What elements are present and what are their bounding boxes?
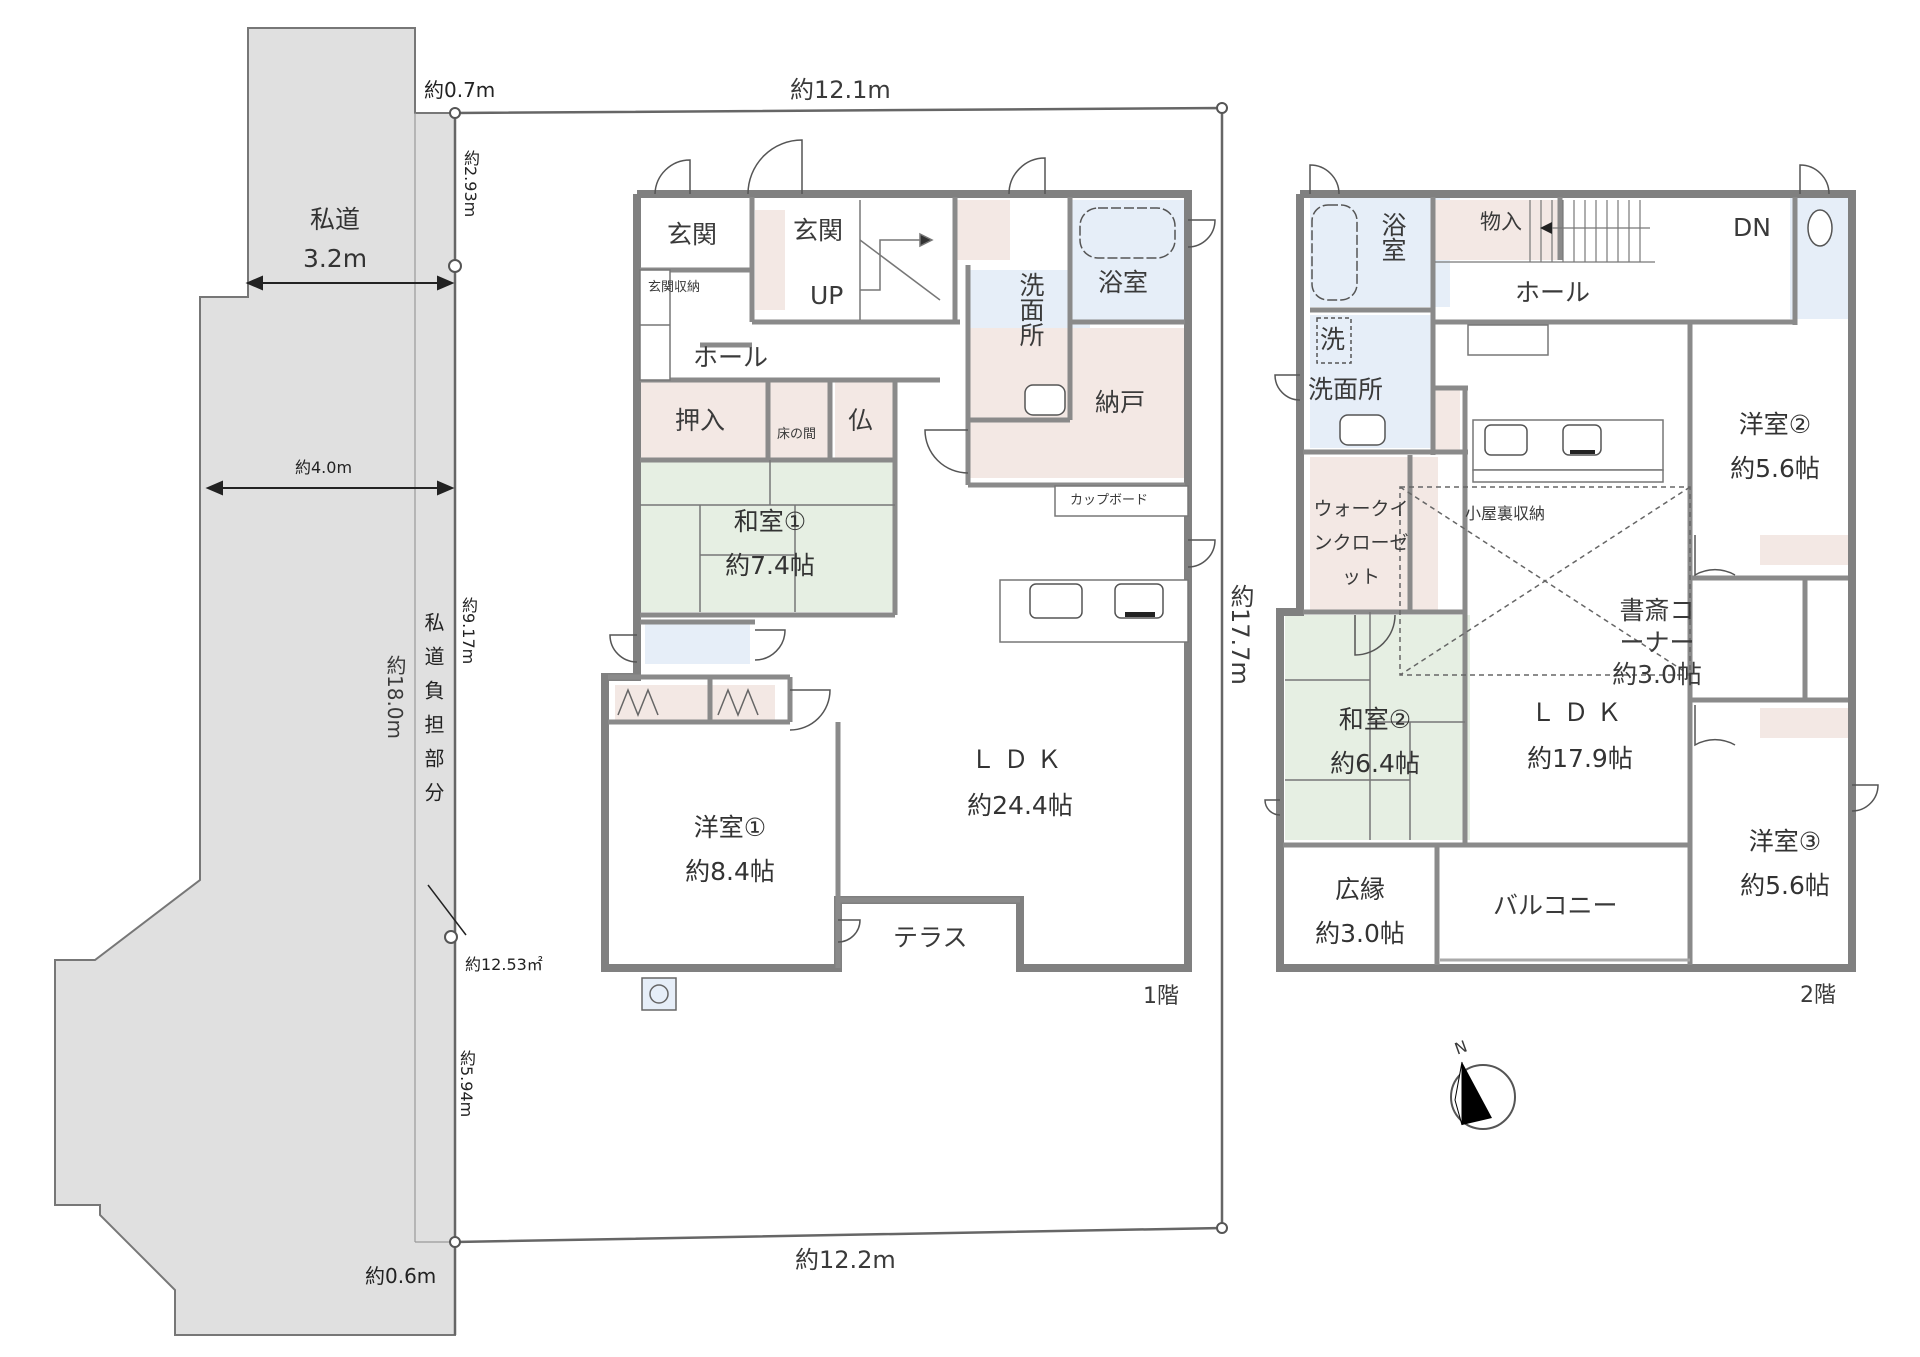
dim-bottom-left-offset: 約0.6m xyxy=(365,1264,437,1288)
road-name: 私道 xyxy=(309,205,360,234)
dim-right: 約17.7m xyxy=(1226,584,1254,685)
room-area: 約3.0帖 xyxy=(1612,660,1702,689)
room-name: 洋室③ xyxy=(1748,827,1822,856)
room-name: 広縁 xyxy=(1334,875,1385,904)
room-area: 約7.4帖 xyxy=(725,551,815,580)
dim-top: 約12.1m xyxy=(790,76,891,104)
room-area: 約5.6帖 xyxy=(1730,454,1820,483)
dim-top-left-offset: 約0.7m xyxy=(424,78,496,102)
room-name: 洋室① xyxy=(693,813,767,842)
floor2-plan xyxy=(1264,164,1879,972)
room-name: 洋室② xyxy=(1738,410,1812,439)
room-name: 和室① xyxy=(733,507,807,536)
dim-left-total: 約18.0m xyxy=(383,655,407,740)
room-area: 約24.4帖 xyxy=(967,791,1073,820)
north-arrow-icon xyxy=(1450,1061,1516,1130)
room-name: ＬＤＫ xyxy=(970,745,1070,774)
room-balcony: バルコニー xyxy=(1493,891,1618,920)
room-area: 約3.0帖 xyxy=(1315,919,1405,948)
room-hall-1: ホール xyxy=(693,343,769,372)
floor2-label: 2階 xyxy=(1800,983,1836,1008)
stairs-down-label: DN xyxy=(1733,213,1771,242)
dim-left-seg3: 約5.94m xyxy=(457,1050,476,1118)
room-butsuma: 仏 xyxy=(848,406,874,435)
room-up: UP xyxy=(810,281,844,310)
room-washitsu-1: 和室① 約7.4帖 xyxy=(700,502,840,582)
road-width-2: 約4.0m xyxy=(295,458,353,477)
washer-label: 洗 xyxy=(1320,325,1346,354)
burden-area: 約12.53㎡ xyxy=(465,955,543,974)
room-study-corner: 書斎コーナー 約3.0帖 xyxy=(1612,595,1702,691)
room-genkan-storage: 玄関収納 xyxy=(648,280,701,295)
room-area: 約8.4帖 xyxy=(685,857,775,886)
room-name: 和室② xyxy=(1338,705,1412,734)
road-width: 3.2m xyxy=(302,244,368,273)
room-youshitsu-3: 洋室③ 約5.6帖 xyxy=(1720,822,1850,902)
room-area: 約17.9帖 xyxy=(1527,744,1633,773)
room-walk-in-closet: ウォークインクローゼット xyxy=(1313,498,1409,588)
dimension-arrow xyxy=(205,275,455,496)
room-area: 約6.4帖 xyxy=(1330,749,1420,778)
room-name: 書斎コーナー xyxy=(1619,596,1695,657)
dim-bottom: 約12.2m xyxy=(795,1246,896,1274)
room-washitsu-2: 和室② 約6.4帖 xyxy=(1300,700,1450,780)
room-name: ＬＤＫ xyxy=(1530,698,1630,727)
room-ldk-2: ＬＤＫ 約17.9帖 xyxy=(1505,693,1655,775)
road-label: 私道 3.2m xyxy=(280,200,390,273)
room-area: 約5.6帖 xyxy=(1740,871,1830,900)
room-youshitsu-1: 洋室① 約8.4帖 xyxy=(660,808,800,888)
room-youshitsu-2: 洋室② 約5.6帖 xyxy=(1705,405,1845,485)
room-washroom-2: 洗面所 xyxy=(1308,375,1384,404)
room-nando: 納戸 xyxy=(1095,388,1146,417)
room-washroom-1: 洗面所 xyxy=(1016,272,1045,347)
room-terrace: テラス xyxy=(893,923,968,952)
room-tokonoma: 床の間 xyxy=(777,427,817,442)
room-oshiire: 押入 xyxy=(675,406,726,435)
dim-left-seg1: 約2.93m xyxy=(461,150,480,218)
room-hall-2: ホール xyxy=(1515,278,1591,307)
dim-left-seg2: 約9.17m xyxy=(459,597,478,665)
burden-label: 私道負担部分 xyxy=(421,612,445,816)
room-genkan-2: 玄関 xyxy=(793,216,844,245)
lot-boundary xyxy=(454,106,1224,1244)
floor1-plan xyxy=(601,139,1216,1011)
private-road xyxy=(54,27,456,1336)
room-bath-1: 浴室 xyxy=(1098,268,1149,297)
room-genkan-1: 玄関 xyxy=(667,220,718,249)
room-monoire: 物入 xyxy=(1480,210,1522,234)
room-ldk-1: ＬＤＫ 約24.4帖 xyxy=(940,740,1100,822)
room-hiroen: 広縁 約3.0帖 xyxy=(1290,870,1430,950)
cupboard-label: カップボード xyxy=(1070,493,1149,508)
attic-storage-label: 小屋裏収納 xyxy=(1465,504,1546,523)
room-bath-2: 浴室 xyxy=(1378,212,1407,262)
floor1-label: 1階 xyxy=(1143,984,1179,1009)
